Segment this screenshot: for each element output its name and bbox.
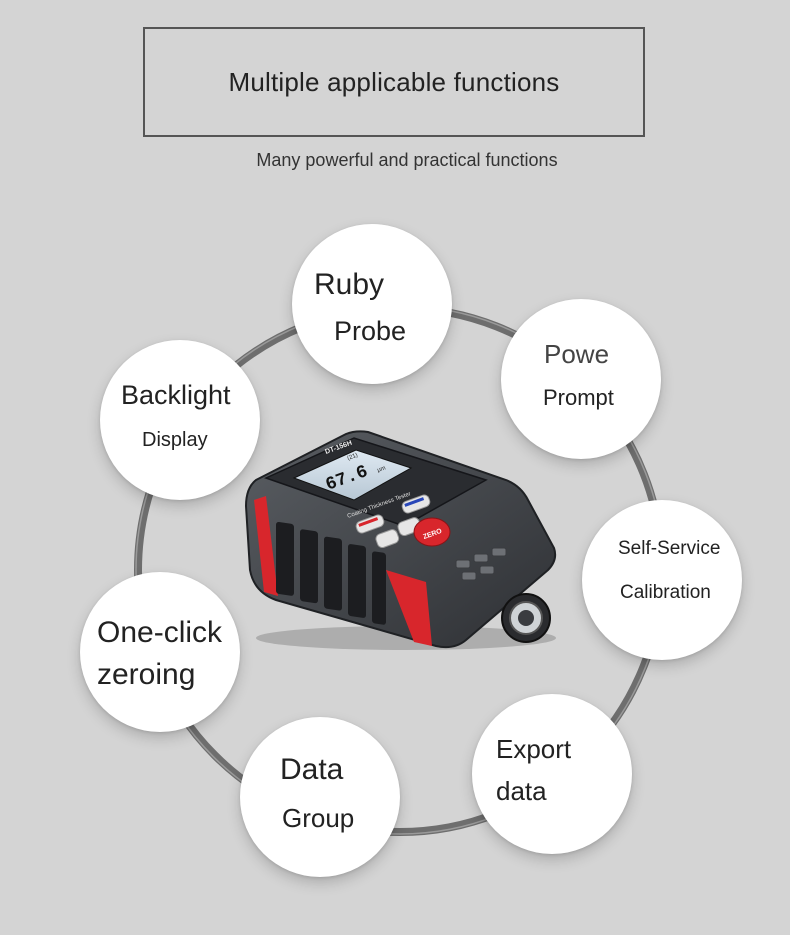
- feature-title: One-click: [97, 616, 223, 649]
- feature-title: Powe: [544, 339, 610, 369]
- feature-data-group: Data Group: [240, 717, 400, 877]
- red-grip-left: [254, 496, 278, 596]
- page-subtitle: Many powerful and practical functions: [256, 150, 558, 170]
- thickness-gauge-device: DT-156H (21) 67.6 μm Coating Thickness T…: [244, 430, 557, 650]
- zero-button: [413, 517, 451, 547]
- keypad: [455, 547, 507, 581]
- feature-subtitle: Calibration: [620, 582, 711, 603]
- feature-subtitle: Display: [142, 429, 208, 451]
- rubber-grips: [276, 522, 386, 625]
- feature-title: Backlight: [121, 380, 231, 410]
- device-button-down: [375, 529, 400, 549]
- feature-title: Export: [496, 734, 572, 764]
- button-red-mark: [358, 517, 379, 527]
- feature-backlight-display: Backlight Display: [100, 340, 260, 500]
- feature-subtitle: data: [496, 776, 547, 806]
- feature-title: Self-Service: [618, 538, 721, 559]
- feature-export-data: Export data: [472, 694, 632, 854]
- feature-subtitle: zeroing: [97, 658, 196, 691]
- feature-power-prompt: Powe Prompt: [501, 299, 661, 459]
- feature-subtitle: Prompt: [543, 385, 614, 410]
- button-blue-mark: [404, 497, 425, 507]
- feature-subtitle: Probe: [334, 316, 407, 346]
- feature-subtitle: Group: [282, 803, 355, 833]
- lcd-screen: [292, 449, 413, 501]
- ruby-probe-tip: [518, 610, 534, 626]
- page-title: Multiple applicable functions: [228, 66, 560, 97]
- red-grip-right: [386, 570, 432, 646]
- feature-title: Ruby: [314, 268, 385, 301]
- feature-title: Data: [280, 753, 344, 786]
- title-box: Multiple applicable functions: [143, 27, 645, 137]
- feature-self-service-calibration: Self-Service Calibration: [582, 500, 742, 660]
- feature-one-click-zeroing: One-click zeroing: [80, 572, 240, 732]
- device-counter: (21): [347, 453, 359, 462]
- feature-ruby-probe: Ruby Probe: [292, 224, 452, 384]
- device-unit: μm: [377, 465, 387, 474]
